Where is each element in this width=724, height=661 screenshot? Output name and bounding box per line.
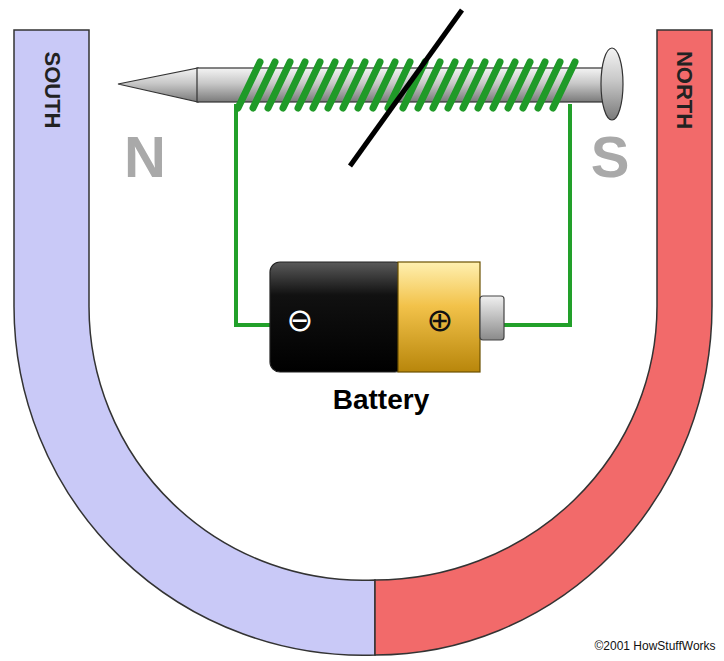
variable-marker: [350, 10, 462, 166]
battery-positive-body: [398, 262, 480, 372]
battery-text: ⊕: [427, 304, 454, 336]
battery-negative-body: [270, 262, 405, 372]
magnet-north-arm-text: NORTH: [673, 51, 695, 129]
wire: [236, 104, 272, 325]
copyright: ©2001 HowStuffWorks: [594, 640, 715, 652]
nail-head: [601, 48, 623, 120]
battery: ⊖ ⊕ Battery: [270, 262, 505, 422]
magnet-south-arm-text: SOUTH: [40, 52, 62, 129]
pole-letter: N: [124, 128, 166, 186]
wire: [503, 104, 570, 325]
battery-text: Battery: [333, 386, 429, 414]
nail-tip: [118, 68, 198, 102]
magnet-north-arm: NORTH: [657, 30, 712, 160]
pole-letter: S: [591, 128, 630, 186]
magnet-north-half: [375, 30, 712, 655]
battery-text: ⊖: [287, 304, 314, 336]
coil-turn: [553, 62, 575, 108]
magnet-south-arm: SOUTH: [14, 30, 89, 160]
battery-terminal: [480, 296, 504, 340]
